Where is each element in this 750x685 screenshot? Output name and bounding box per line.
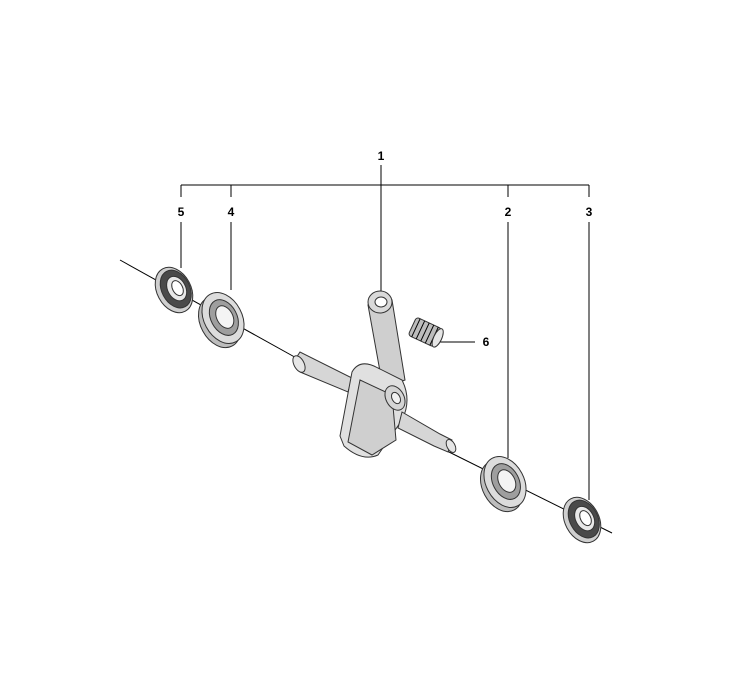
callout-1: 1 [378,149,385,163]
oil-seal-right [562,496,602,544]
callout-3: 3 [586,205,593,219]
callout-2: 2 [505,205,512,219]
bearing-left [197,292,245,349]
crankshaft-assembly [292,290,457,458]
bearing-right [479,456,527,513]
callout-4: 4 [228,205,235,219]
oil-seal-left [154,266,194,314]
callout-5: 5 [178,205,185,219]
callout-6: 6 [483,335,490,349]
needle-bearing [408,317,444,348]
leader-lines [180,165,590,500]
